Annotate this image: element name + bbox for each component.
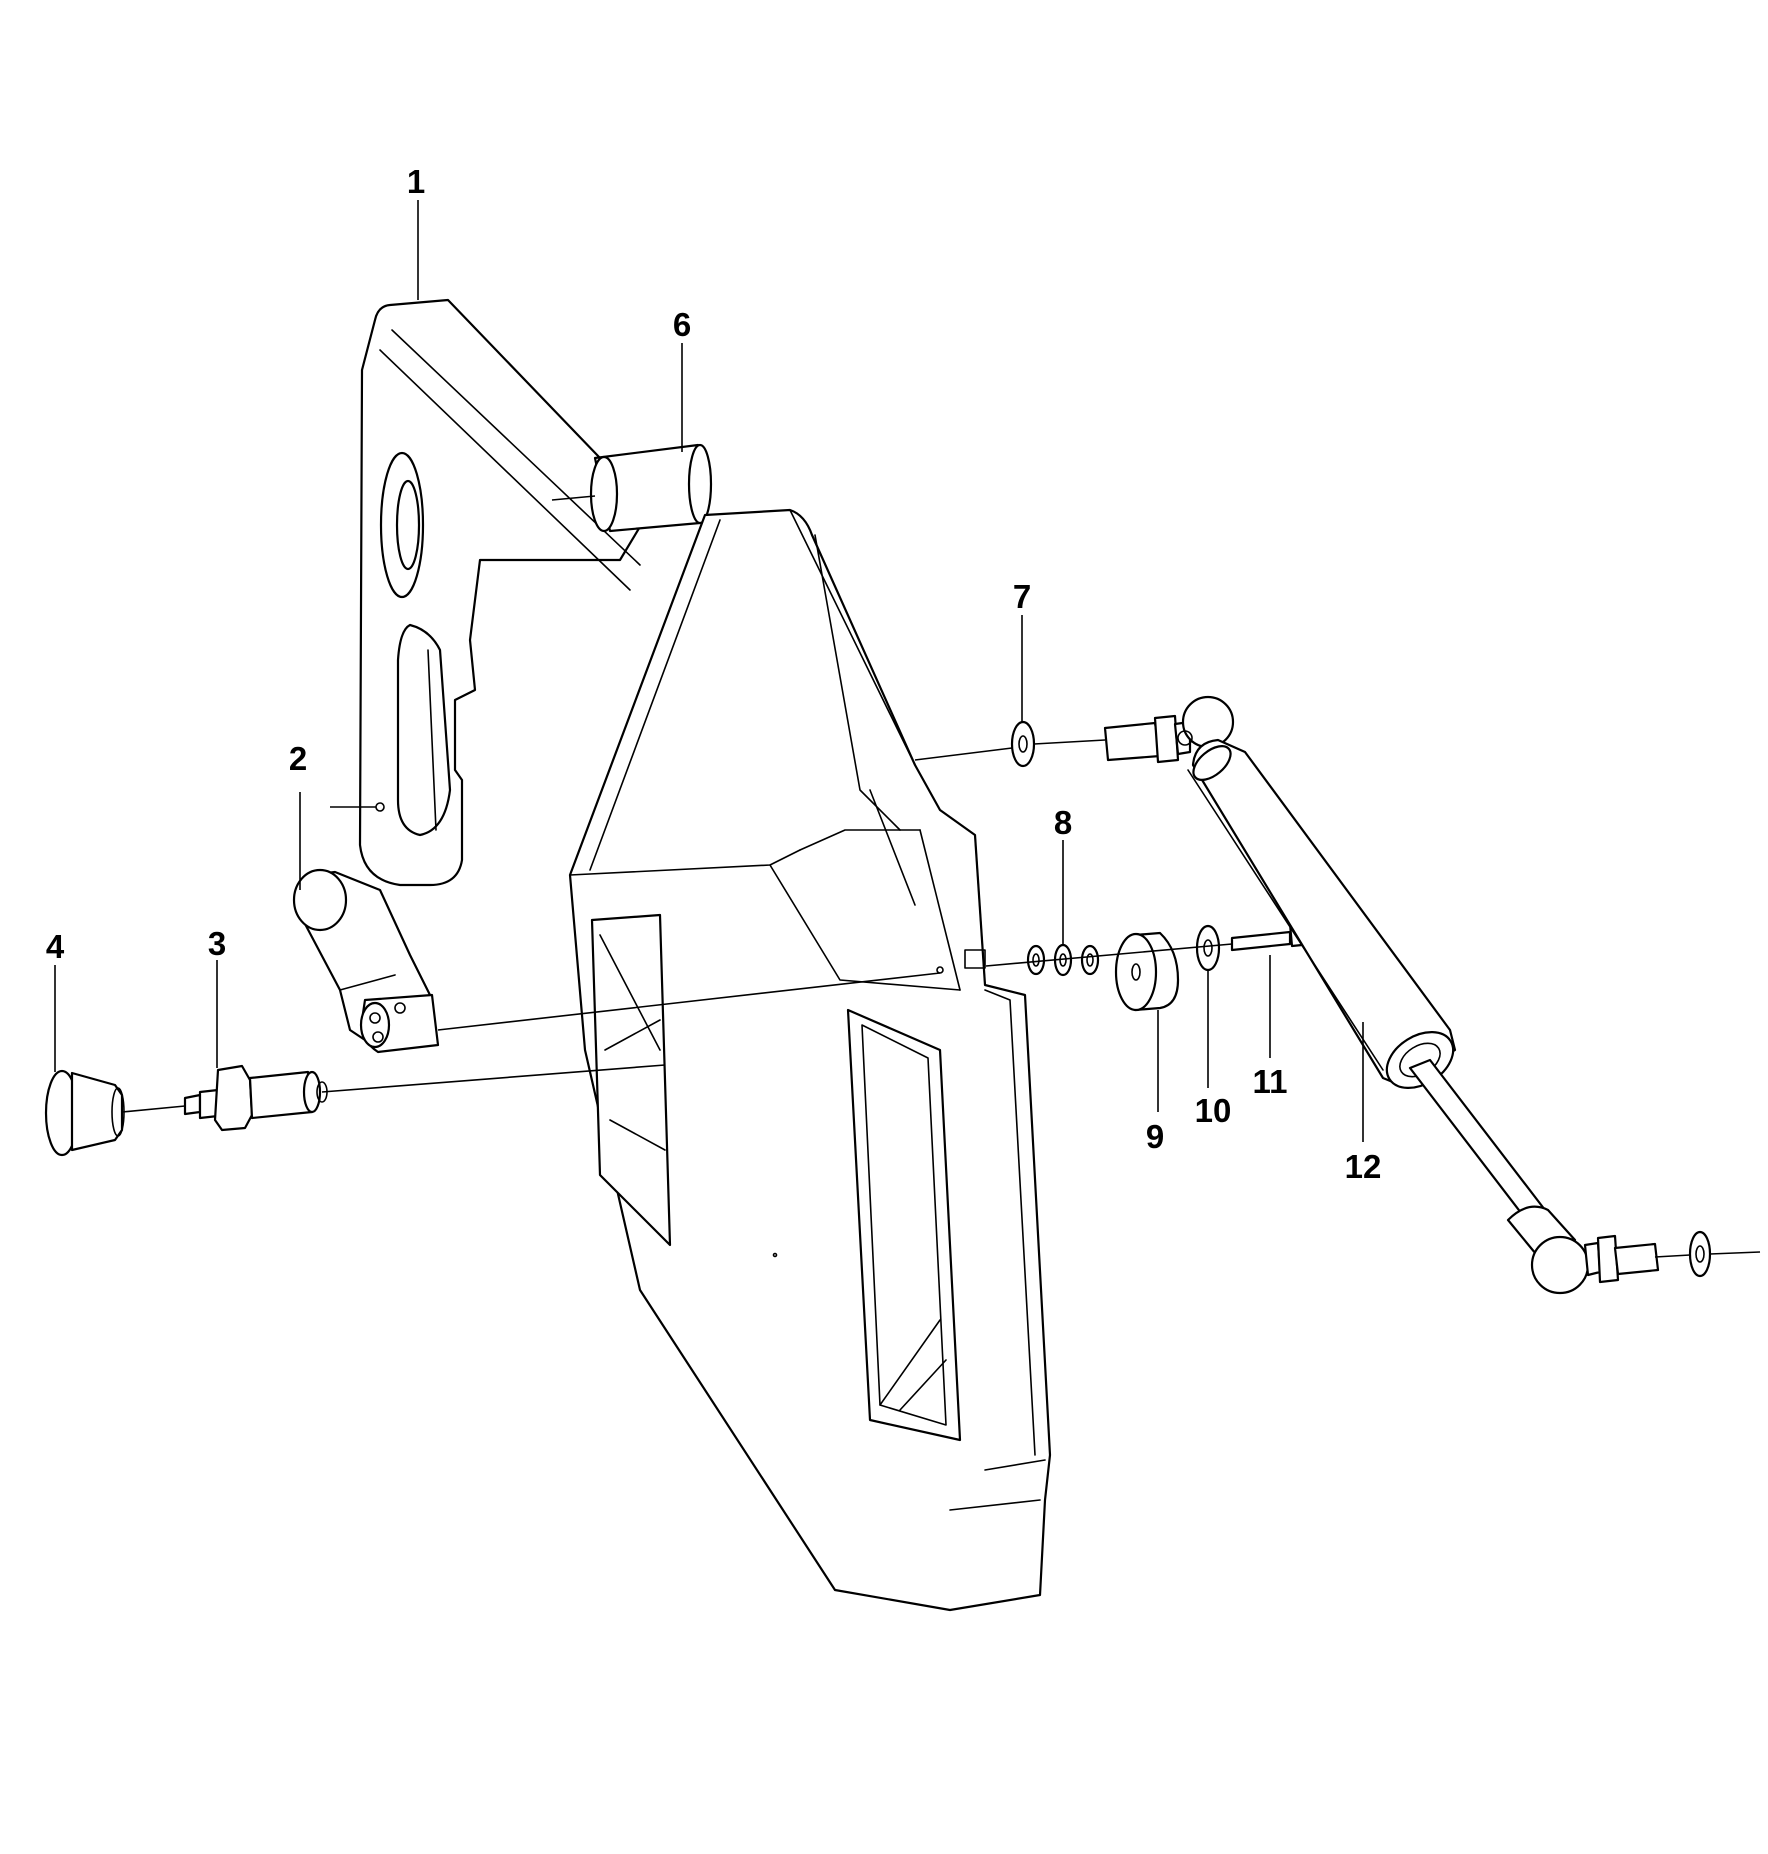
leader-lines bbox=[54, 200, 1364, 1142]
callout-12: 12 bbox=[1345, 1148, 1382, 1185]
part-3-threaded-pin bbox=[183, 1064, 328, 1132]
part-12-gas-strut bbox=[1103, 695, 1712, 1295]
callout-9: 9 bbox=[1146, 1118, 1164, 1155]
part-1-arm-bracket bbox=[358, 298, 652, 887]
callout-10: 10 bbox=[1195, 1092, 1232, 1129]
callout-4: 4 bbox=[46, 928, 65, 965]
part-2-pivot-bushing bbox=[292, 868, 440, 1054]
callout-labels: 1 2 3 4 6 7 8 9 10 11 12 bbox=[46, 163, 1382, 1185]
callout-6: 6 bbox=[673, 306, 691, 343]
callout-11: 11 bbox=[1253, 1063, 1288, 1100]
part-7-washer bbox=[1010, 720, 1036, 768]
callout-7: 7 bbox=[1013, 578, 1031, 615]
part-4-cap bbox=[44, 1069, 125, 1157]
callout-1: 1 bbox=[407, 163, 425, 200]
callout-2: 2 bbox=[289, 740, 307, 777]
part-8-washers bbox=[1026, 943, 1100, 977]
part-6-sleeve bbox=[589, 443, 713, 533]
assembly-axis-lines bbox=[121, 495, 1761, 1258]
callout-3: 3 bbox=[208, 925, 226, 962]
callout-8: 8 bbox=[1054, 804, 1072, 841]
part-10-washer bbox=[1195, 924, 1221, 972]
part-9-spacer bbox=[1114, 931, 1180, 1012]
main-housing bbox=[568, 508, 1052, 1612]
